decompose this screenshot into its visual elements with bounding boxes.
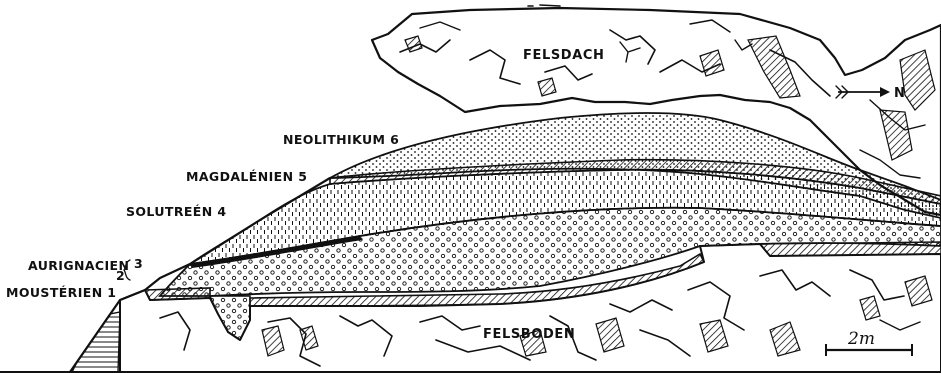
label-felsboden: FELSBODEN <box>483 327 575 342</box>
label-felsdach: FELSDACH <box>523 48 604 63</box>
left-base-block <box>72 312 120 372</box>
label-magdalenien: MAGDALÉNIEN 5 <box>186 169 307 184</box>
label-layer-3: 3 <box>134 256 143 271</box>
label-north: N <box>894 86 905 101</box>
label-aurignacien: AURIGNACIEN <box>28 258 129 273</box>
label-solutreen: SOLUTREÉN 4 <box>126 204 226 219</box>
top-mark <box>528 5 560 6</box>
north-arrow-icon <box>836 86 890 98</box>
label-scale: 2m <box>847 329 875 349</box>
label-mousterien: MOUSTÉRIEN 1 <box>6 285 116 300</box>
label-neolithikum: NEOLITHIKUM 6 <box>283 132 399 147</box>
